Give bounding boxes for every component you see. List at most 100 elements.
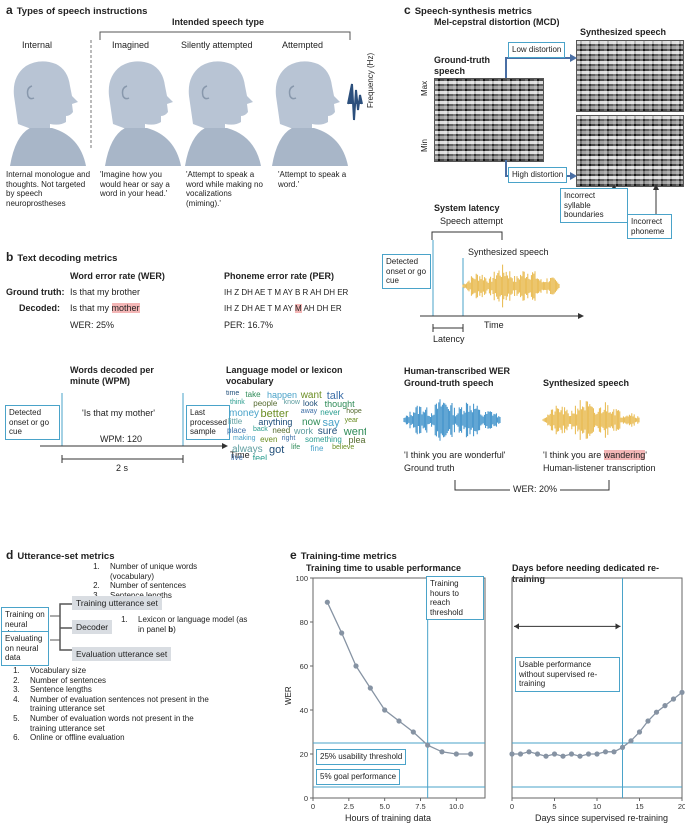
wer-value: WER: 25% (70, 320, 115, 330)
cloud-word: feel (252, 453, 268, 460)
hwer-gt-quote: 'I think you are wonderful' (404, 450, 506, 460)
latency-onset-box: Detected onset or go cue (382, 254, 431, 289)
data-point (602, 749, 609, 755)
y-tick-label: 40 (300, 706, 308, 715)
error-phoneme: M (294, 304, 302, 313)
series-line (512, 691, 683, 757)
data-point (653, 709, 660, 715)
head-desc-imagined: 'Imagine how you would hear or say a wor… (100, 170, 170, 199)
speech-attempt-label: Speech attempt (440, 216, 504, 226)
y-tick-label: 60 (300, 662, 308, 671)
hwer-wer: WER: 20% (510, 484, 561, 495)
cloud-word: talk (326, 390, 344, 402)
synth-spectrogram-low (576, 40, 684, 112)
latency-synth-label: Synthesized speech (468, 247, 549, 257)
chart1-xlabel: Hours of training data (345, 813, 432, 823)
training-set: Training utterance set (72, 596, 162, 610)
x-tick-label: 15 (635, 802, 643, 811)
sound-wave-icon (347, 83, 363, 121)
cloud-word: believe (332, 444, 355, 451)
cloud-word: got (269, 444, 285, 456)
cloud-word: life (291, 444, 301, 451)
wpm-last-box: Last processed sample (186, 405, 230, 440)
synth-waveform (462, 264, 560, 308)
x-tick-label: 2.5 (344, 802, 354, 811)
cloud-word: back (253, 426, 268, 433)
series-line (326, 601, 471, 755)
cloud-word: look (303, 399, 318, 408)
error-word-2: wandering (603, 450, 646, 460)
data-point (324, 599, 330, 605)
data-point (670, 696, 677, 702)
x-tick-label: 20 (678, 802, 685, 811)
head-desc-attempted: 'Attempt to speak a word.' (278, 170, 347, 189)
x-tick-label: 10.0 (449, 802, 464, 811)
data-point (517, 751, 524, 757)
cloud-word: place (227, 426, 247, 435)
cloud-word: hope (346, 408, 362, 415)
data-point (509, 751, 515, 757)
hwer-syn-quote: 'I think you are wandering' (543, 450, 647, 460)
bottom-list: Vocabulary size Number of sentences Sent… (2, 666, 212, 743)
chart-frame (312, 577, 486, 799)
arrow-head (514, 623, 519, 630)
latency-label: Latency (433, 334, 465, 344)
cloud-word: always (232, 444, 263, 455)
cloud-word: little (228, 417, 243, 426)
cloud-word: live (231, 453, 244, 460)
cloud-word: sure (317, 426, 338, 437)
high-distortion-box: High distortion (508, 167, 568, 183)
top-list: Number of unique words (vocabulary) Numb… (82, 562, 212, 600)
cloud-word: better (260, 408, 289, 420)
data-point (425, 742, 431, 748)
head-desc-internal: Internal monologue and thoughts. Not tar… (6, 170, 91, 208)
usable-box: Usable performance without supervised re… (515, 657, 620, 692)
wpm-quote: 'Is that my mother' (82, 408, 155, 418)
data-point (619, 744, 626, 751)
x-tick-label: 5 (552, 802, 556, 811)
data-point (594, 751, 600, 757)
cloud-word: went (343, 426, 366, 438)
data-point (560, 753, 566, 759)
wer-title: Word error rate (WER) (70, 271, 165, 281)
data-point (551, 751, 558, 757)
head-label-silent: Silently attempted (181, 40, 253, 50)
x-tick-label: 0 (510, 802, 514, 811)
data-point (628, 738, 634, 744)
cloud-word: making (233, 435, 256, 442)
head-label-attempted: Attempted (282, 40, 324, 50)
cloud-word: want (300, 390, 322, 401)
hwer-syn-caption: Human-listener transcription (543, 463, 656, 473)
threshold-box: Training hours to reach threshold (426, 576, 484, 621)
data-point (543, 753, 549, 759)
y-tick-label: 100 (295, 574, 308, 583)
data-point (568, 751, 575, 757)
goal-box: 5% goal performance (316, 769, 401, 785)
wpm-title: Words decoded per minute (WPM) (70, 365, 154, 386)
chart1-title: Training time to usable performance (306, 563, 462, 573)
data-point (396, 718, 402, 724)
head-label-internal: Internal (22, 40, 53, 50)
data-point (585, 751, 592, 757)
cloud-word: away (300, 408, 318, 415)
mcd-title: Mel-cepstral distortion (MCD) (434, 17, 560, 27)
arrow-head (615, 623, 621, 630)
phoneme-box: Incorrect phoneme (627, 214, 672, 240)
per-decoded: IH Z DH AE T M AY M AH DH ER (224, 304, 342, 313)
cloud-word: fine (310, 444, 324, 453)
synth-spectrogram-high (576, 115, 684, 187)
cloud-word: thought (324, 399, 355, 409)
x-tick-label: 0 (311, 802, 315, 811)
latency-time-label: Time (484, 320, 504, 330)
cloud-word: right (281, 435, 296, 442)
lm-title: Language model or lexicon vocabulary (226, 365, 343, 386)
wpm-onset-box: Detected onset or go cue (5, 405, 60, 440)
cloud-word: say (322, 417, 340, 429)
chart1-ylabel: WER (284, 686, 293, 705)
